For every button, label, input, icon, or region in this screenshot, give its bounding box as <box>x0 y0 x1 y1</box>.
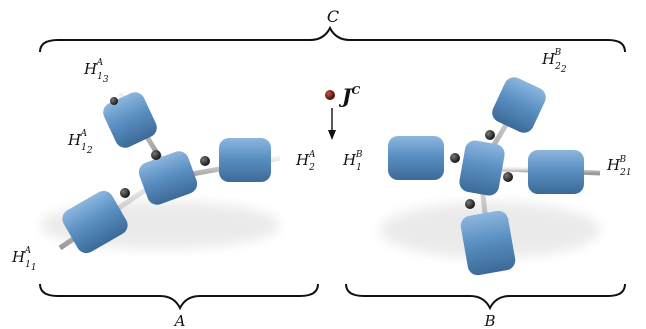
joint <box>200 156 210 166</box>
joint <box>485 130 495 140</box>
token-arrowhead <box>328 130 336 140</box>
label-a: A <box>173 312 186 329</box>
block-b-h22 <box>492 77 546 133</box>
token-j: JC <box>325 84 360 140</box>
token-ball <box>325 90 335 100</box>
block-b-h1 <box>388 136 444 180</box>
brace-c <box>39 25 626 53</box>
joint <box>151 150 161 160</box>
block-b-bottom <box>460 210 516 276</box>
label-b-h21: H21B <box>606 155 632 178</box>
label-a-h2: H2A <box>295 150 316 173</box>
block-a-h11 <box>62 190 128 254</box>
joint <box>503 172 513 182</box>
label-c: C <box>327 7 339 26</box>
brace-a <box>39 283 319 311</box>
label-b: B <box>483 312 495 329</box>
block-b-hub <box>459 140 505 196</box>
block-a-h2 <box>219 138 271 182</box>
label-a-h12: H12A <box>67 129 93 156</box>
brace-b <box>345 283 626 311</box>
block-a-h13 <box>103 92 157 148</box>
label-a-h13: H13A <box>83 58 109 85</box>
joint <box>110 97 118 105</box>
joint <box>120 188 130 198</box>
label-b-h22: H22B <box>541 48 567 75</box>
label-b-h1: H1B <box>342 150 363 173</box>
cluster-b <box>375 77 601 276</box>
block-b-h21 <box>528 150 584 194</box>
joint <box>450 153 460 163</box>
block-a-hub <box>138 151 198 205</box>
label-token: JC <box>338 84 360 108</box>
cluster-a <box>40 91 296 254</box>
joint <box>465 199 475 209</box>
label-a-h11: H11A <box>11 246 37 273</box>
